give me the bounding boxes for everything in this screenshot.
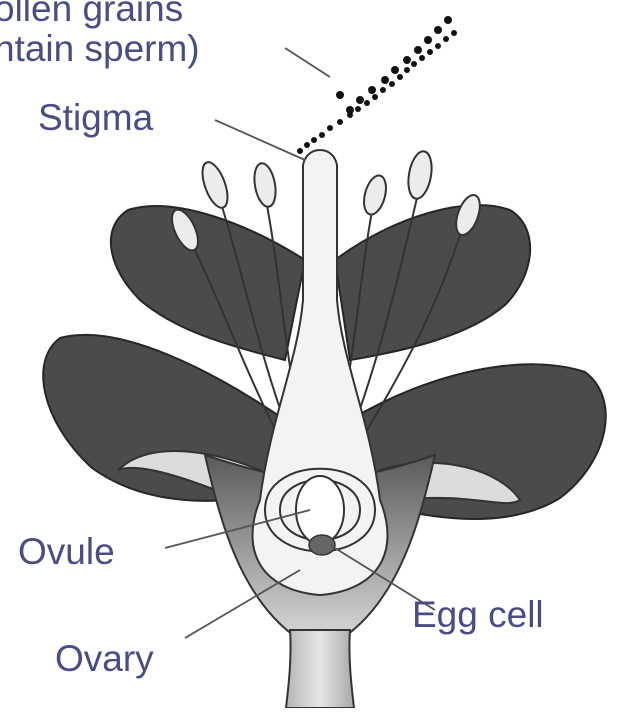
pollen-label-line2: ntain sperm) <box>0 30 200 67</box>
petal-right-upper <box>335 205 530 360</box>
anther <box>197 159 232 211</box>
ovary-label: Ovary <box>55 640 154 677</box>
pollen-label-line1: ollen grains <box>0 0 183 27</box>
stigma-label: Stigma <box>38 99 153 136</box>
egg-cell-label: Egg cell <box>412 596 544 633</box>
ovule-label: Ovule <box>18 533 115 570</box>
stigma-leader <box>215 120 305 160</box>
pollen-grains <box>297 16 457 154</box>
ovule <box>296 476 344 544</box>
anther <box>360 173 390 217</box>
pollen-leader <box>285 48 330 77</box>
stigma-tip <box>303 150 337 165</box>
stem <box>286 630 354 708</box>
anther <box>405 149 435 200</box>
anther <box>251 162 278 209</box>
petal-left-upper <box>111 206 305 360</box>
